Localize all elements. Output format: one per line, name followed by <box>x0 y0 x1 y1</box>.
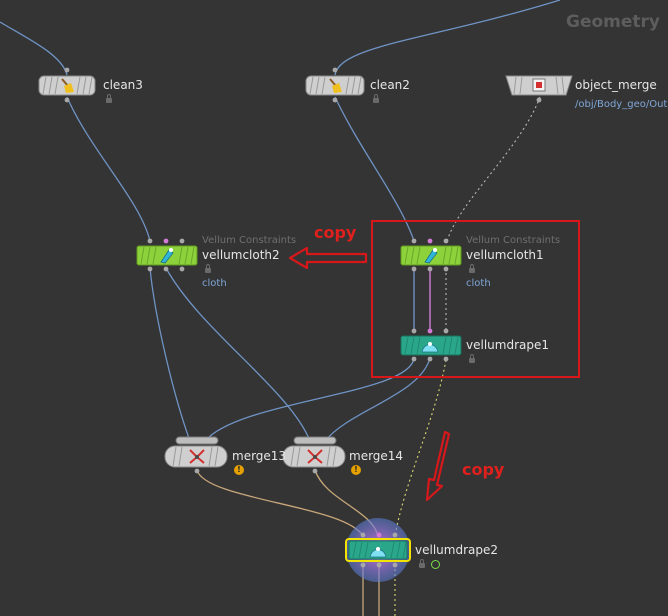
lock-icon <box>373 94 379 103</box>
node-clean3-name: clean3 <box>103 78 143 92</box>
copy-arrow-down <box>425 430 451 502</box>
node-vellumdrape2[interactable] <box>345 518 411 582</box>
node-object-merge-path: /obj/Body_geo/Out <box>575 99 668 110</box>
node-vellumcloth1-type: Vellum Constraints <box>466 235 561 246</box>
node-vellumdrape1-name: vellumdrape1 <box>466 338 549 352</box>
object-merge-icon <box>532 78 546 92</box>
broom-icon <box>329 78 342 93</box>
node-object-merge-name: object_merge <box>575 78 657 92</box>
vellum-constraints-icon <box>160 248 174 264</box>
selection-outline <box>345 538 411 562</box>
warning-icon: ! <box>234 465 244 475</box>
network-context-label: Geometry <box>566 12 660 32</box>
merge-icon <box>189 449 205 464</box>
lock-icon <box>469 354 475 363</box>
node-object-merge[interactable] <box>505 75 573 103</box>
node-vellumcloth2-param: cloth <box>202 278 227 289</box>
vellum-drape-icon <box>421 342 439 353</box>
copy-annotation-box <box>371 220 580 378</box>
node-vellumcloth2[interactable] <box>136 238 198 272</box>
node-vellumdrape1[interactable] <box>400 328 462 362</box>
wire-clean2-vellumcloth1 <box>334 96 415 242</box>
node-vellumcloth2-type: Vellum Constraints <box>202 235 297 246</box>
wire-objectmerge-vellumcloth1 <box>446 96 541 242</box>
node-clean2[interactable] <box>305 67 365 103</box>
node-merge14-name: merge14 <box>349 449 404 463</box>
wire-offscreen-clean3 <box>0 21 68 76</box>
wire-vd1-merge13 <box>204 357 415 442</box>
node-merge14[interactable] <box>282 436 346 474</box>
broom-icon <box>61 78 74 93</box>
vellum-constraints-icon <box>424 248 438 264</box>
wire-merge13-vd2 <box>196 469 364 537</box>
node-vellumcloth1[interactable] <box>400 238 462 272</box>
node-clean2-name: clean2 <box>370 78 410 92</box>
lock-icon <box>419 559 425 568</box>
warning-icon: ! <box>351 465 361 475</box>
wire-vd1-merge14 <box>324 357 431 442</box>
lock-icon <box>205 264 211 273</box>
copy-annotation-top: copy <box>314 223 357 242</box>
copy-annotation-bottom: copy <box>462 460 505 479</box>
copy-arrow-left <box>288 246 368 270</box>
node-merge13[interactable] <box>164 436 228 474</box>
wire-vc2-merge14 <box>165 267 311 442</box>
node-vellumdrape2-name: vellumdrape2 <box>415 543 498 557</box>
wire-vd1-vd2-dotted <box>394 359 447 537</box>
node-vellumcloth1-param: cloth <box>466 278 491 289</box>
lock-icon <box>106 94 112 103</box>
status-ring-icon <box>431 560 440 569</box>
node-vellumcloth2-name: vellumcloth2 <box>202 248 280 262</box>
wire-offscreen-clean2 <box>334 0 561 76</box>
lock-icon <box>469 264 475 273</box>
node-vellumcloth1-name: vellumcloth1 <box>466 248 544 262</box>
node-merge13-name: merge13 <box>232 449 287 463</box>
vellum-drape-icon <box>369 547 387 558</box>
wire-vc2-merge13 <box>149 267 191 442</box>
merge-icon <box>307 449 323 464</box>
node-clean3[interactable] <box>38 67 96 103</box>
wire-clean3-vellumcloth2 <box>66 96 151 242</box>
